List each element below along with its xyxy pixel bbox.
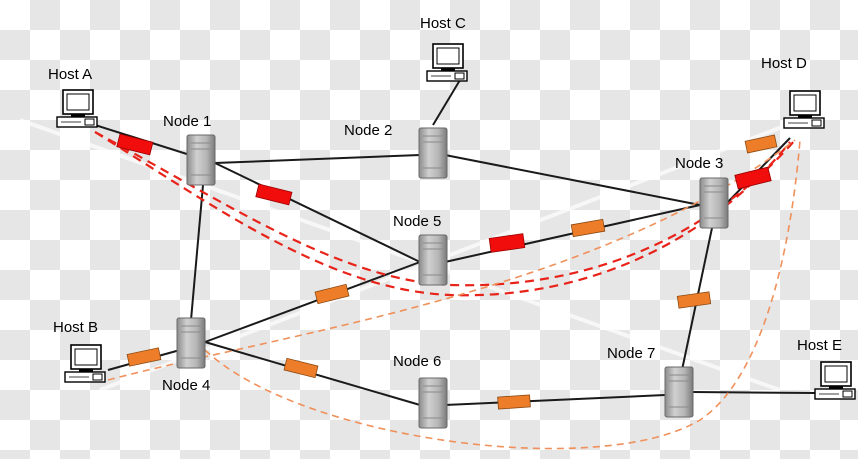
host-e-label: Host E xyxy=(797,337,843,354)
packet-orange xyxy=(570,218,606,238)
route-orange-path-2 xyxy=(204,139,801,450)
node5-server-icon xyxy=(418,234,448,286)
node-5-label: Node 5 xyxy=(393,213,442,230)
host-c-label: Host C xyxy=(420,15,466,32)
node7-server-icon xyxy=(664,366,694,418)
node1-server-icon xyxy=(186,134,216,186)
packet-orange xyxy=(676,291,712,309)
route-red-path-1 xyxy=(94,131,791,297)
node3-server-icon xyxy=(699,177,729,229)
route-red-path-2 xyxy=(94,131,796,287)
packet-red xyxy=(116,133,154,156)
node6-server-icon xyxy=(418,377,448,429)
host-a-label: Host A xyxy=(48,66,93,83)
host-d-label: Host D xyxy=(761,55,807,72)
link-hostc-node2 xyxy=(432,79,461,126)
packet-orange xyxy=(314,283,350,305)
node-4-label: Node 4 xyxy=(162,377,211,394)
packet-orange xyxy=(744,134,778,154)
node2-server-icon xyxy=(418,127,448,179)
packet-orange xyxy=(497,394,531,410)
node-6-label: Node 6 xyxy=(393,353,442,370)
host-b-label: Host B xyxy=(53,319,99,336)
link-node7-hoste xyxy=(691,391,816,394)
link-node4-node5 xyxy=(204,261,421,343)
nodes xyxy=(176,127,729,429)
packet-red xyxy=(255,183,293,206)
link-node6-node7 xyxy=(444,394,666,406)
node-7-label: Node 7 xyxy=(607,345,656,362)
node4-server-icon xyxy=(176,317,206,369)
node-2-label: Node 2 xyxy=(344,122,393,139)
link-node1-node2 xyxy=(214,154,421,164)
packet-orange xyxy=(283,357,319,379)
hostd-computer-icon xyxy=(783,90,825,129)
packet-red xyxy=(734,166,772,190)
hostc-computer-icon xyxy=(426,43,468,82)
route-red xyxy=(94,131,796,297)
node-1-label: Node 1 xyxy=(163,113,212,130)
link-node1-node5 xyxy=(214,162,421,263)
packets xyxy=(116,133,778,410)
node-3-label: Node 3 xyxy=(675,155,724,172)
packet-orange xyxy=(126,347,162,367)
link-node2-node3 xyxy=(444,154,701,206)
link-node1-node4 xyxy=(190,184,204,321)
hoste-computer-icon xyxy=(814,361,856,400)
hostb-computer-icon xyxy=(64,344,106,383)
packet-red xyxy=(488,233,526,253)
hosta-computer-icon xyxy=(56,89,98,128)
